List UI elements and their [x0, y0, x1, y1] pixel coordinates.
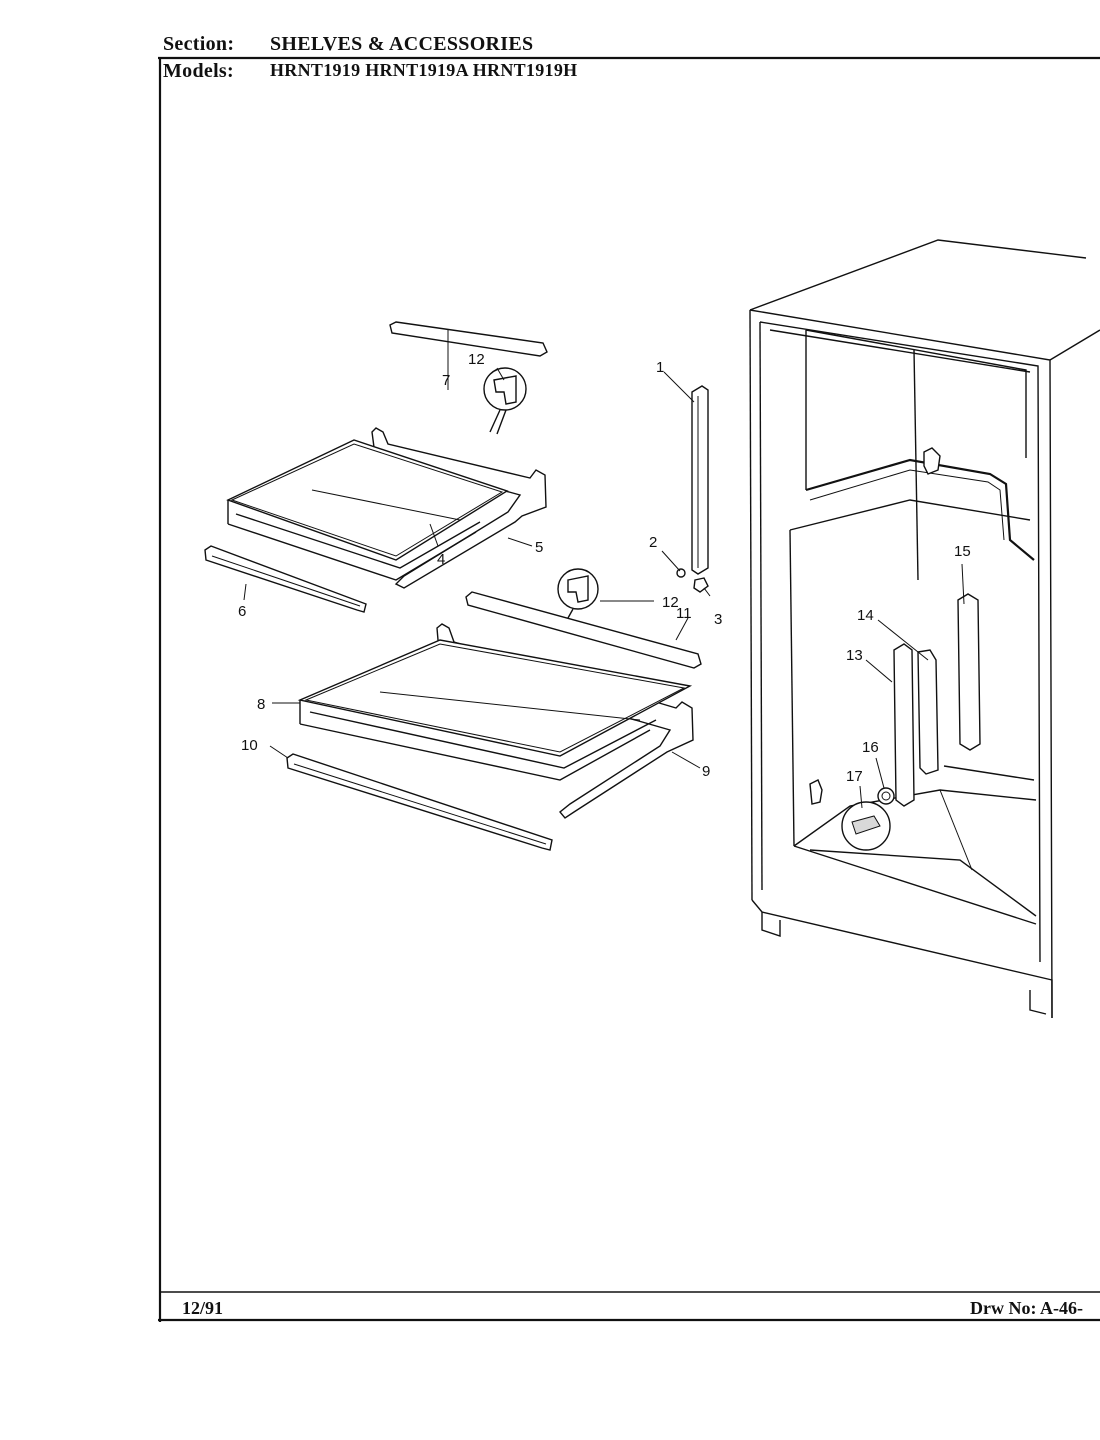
page-frame: [158, 56, 1100, 1322]
shelf-standard-group: [676, 385, 709, 593]
drawing-number: Drw No: A-46-: [970, 1298, 1083, 1318]
model-list: HRNT1919 HRNT1919A HRNT1919H: [270, 60, 578, 80]
section-label: Section:: [163, 33, 235, 55]
rear-trim-7: [389, 321, 548, 357]
refrigerator-cabinet: [749, 239, 1100, 1019]
revision-date: 12/91: [182, 1298, 224, 1318]
front-trim-6: [204, 545, 367, 613]
callout-15: 15: [954, 543, 971, 560]
front-trim-10: [286, 753, 553, 851]
callout-7: 7: [442, 372, 450, 389]
callout-12-lower: 12: [662, 594, 679, 611]
upper-shelf-assembly: [204, 321, 548, 613]
callout-13: 13: [846, 647, 863, 664]
freezer-control: [923, 447, 941, 475]
detail-12-lower: [557, 568, 599, 619]
callout-11: 11: [676, 605, 692, 622]
wall-clip: [809, 779, 823, 805]
cabinet-standard-14: [917, 649, 939, 775]
callout-labels: 1 2 3 4 5 6 7 8 9 10 11 12 12 13 14 15 1…: [238, 351, 971, 785]
leader-lines: [243, 330, 965, 809]
lower-shelf-assembly: [286, 591, 702, 851]
cabinet-standard-15: [957, 593, 981, 751]
shelf-standard-1: [691, 385, 709, 575]
callout-9: 9: [702, 763, 710, 780]
rear-trim-11: [465, 591, 702, 669]
callout-3: 3: [714, 611, 722, 628]
fitting-16: [877, 787, 895, 805]
callout-12-upper: 12: [468, 351, 485, 368]
screw-2: [676, 568, 686, 578]
callout-5: 5: [535, 539, 543, 556]
callout-14: 14: [857, 607, 874, 624]
glass-shelf-8: [297, 639, 693, 757]
cabinet-standard-13: [893, 643, 915, 807]
callout-4: 4: [437, 551, 445, 568]
callout-10: 10: [241, 737, 258, 754]
callout-6: 6: [238, 603, 246, 620]
callout-8: 8: [257, 696, 265, 713]
models-label: Models:: [163, 60, 234, 82]
detail-12-upper: [483, 367, 527, 435]
callout-1: 1: [656, 359, 664, 376]
callout-16: 16: [862, 739, 879, 756]
callout-17: 17: [846, 768, 863, 785]
callout-2: 2: [649, 534, 657, 551]
shelf-bracket-5: [371, 427, 547, 589]
section-title: SHELVES & ACCESSORIES: [270, 33, 534, 55]
